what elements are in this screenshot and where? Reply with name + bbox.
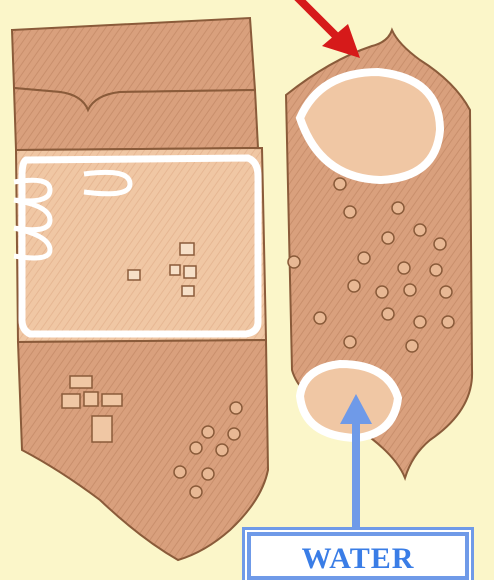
water-label: WATER xyxy=(247,532,469,580)
red-arrow xyxy=(290,0,360,58)
water-label-text: WATER xyxy=(302,542,415,576)
left-vessel-element xyxy=(12,18,268,560)
vessel-illustration xyxy=(0,0,494,568)
xylem-diagram: WATER xyxy=(0,0,494,568)
right-vessel-element xyxy=(286,30,472,478)
